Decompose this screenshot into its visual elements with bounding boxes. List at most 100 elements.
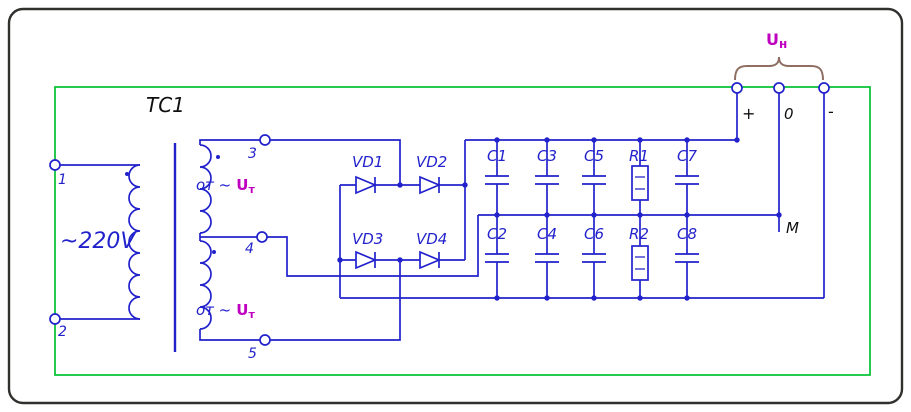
junction-dot <box>494 137 500 143</box>
secondary-winding-top <box>199 144 212 234</box>
junction-dot <box>397 257 403 263</box>
winding-label-bottom-u-sub: т <box>248 308 255 321</box>
capacitor-c2 <box>485 215 509 298</box>
diode-vd4-label: VD4 <box>416 230 447 248</box>
capacitor-c3-label: C3 <box>537 147 557 165</box>
terminal-plus <box>731 82 743 94</box>
winding-label-bottom-u: U <box>236 301 248 319</box>
wiring <box>267 93 825 341</box>
capacitor-c5-label: C5 <box>584 147 604 165</box>
diode-vd4 <box>419 250 442 270</box>
diode-vd2 <box>419 175 442 195</box>
diode-vd1 <box>355 175 378 195</box>
junction-dot <box>591 295 597 301</box>
polarity-dot <box>212 250 216 254</box>
junction-dot <box>591 212 597 218</box>
junction-dot <box>397 182 403 188</box>
diode-bridge <box>355 175 442 270</box>
winding-label-bottom: от ~ Uт <box>196 301 255 321</box>
junction-dot <box>684 295 690 301</box>
winding-label-bottom-prefix: от ~ <box>196 301 231 319</box>
resistor-r2-label: R2 <box>629 225 649 243</box>
junction-dot <box>494 212 500 218</box>
ac-input-2-wire <box>270 260 401 341</box>
bleeder-resistors <box>631 140 649 298</box>
common-point-label: M <box>786 219 799 237</box>
terminals <box>49 82 830 346</box>
junction-dot <box>544 137 550 143</box>
winding-label-top: от ~ Uт <box>196 176 255 196</box>
capacitor-c5 <box>582 140 606 215</box>
polarity-dot <box>216 155 220 159</box>
junction-dot <box>337 257 343 263</box>
junction-dot <box>776 212 782 218</box>
primary-winding <box>128 164 141 320</box>
junction-dot <box>637 295 643 301</box>
terminal-1-label: 1 <box>58 172 67 188</box>
terminal-minus <box>818 82 830 94</box>
resistor-r2-marks <box>635 256 645 270</box>
terminal-zero <box>773 82 785 94</box>
filter-capacitors <box>485 140 699 298</box>
junction-dot <box>684 137 690 143</box>
labels: TC1 ~220V 1 2 3 4 5 от ~Uт от ~Uт VD1 VD… <box>58 30 834 362</box>
ac-input-1-wire <box>270 139 401 185</box>
junction-dot <box>544 212 550 218</box>
terminal-1 <box>49 159 61 171</box>
capacitor-c6-label: C6 <box>584 225 604 243</box>
capacitor-c7 <box>675 140 699 215</box>
junction-dot <box>462 182 468 188</box>
capacitor-c6 <box>582 215 606 298</box>
resistor-r2 <box>631 245 649 281</box>
capacitor-c4 <box>535 215 559 298</box>
terminal-4-label: 4 <box>245 241 254 257</box>
resistor-r1-label: R1 <box>629 147 649 165</box>
capacitor-c8-label: C8 <box>677 225 697 243</box>
output-voltage-base: U <box>766 30 779 49</box>
terminal-3 <box>259 134 271 146</box>
winding-label-top-u: U <box>236 176 248 194</box>
terminal-2-label: 2 <box>58 324 67 340</box>
capacitor-c2-label: C2 <box>487 225 507 243</box>
minus-label: - <box>828 102 834 121</box>
outer-frame <box>7 7 904 405</box>
diode-vd3-label: VD3 <box>352 230 383 248</box>
junction-dot <box>734 137 740 143</box>
secondary-bottom-lead <box>199 329 260 341</box>
resistor-r1-marks <box>635 176 645 190</box>
capacitor-c8 <box>675 215 699 298</box>
zero-label: 0 <box>784 105 794 123</box>
terminal-5 <box>259 334 271 346</box>
junction-dot <box>684 212 690 218</box>
diode-vd1-label: VD1 <box>352 153 383 171</box>
device-enclosure-border <box>54 86 871 376</box>
resistor-r1 <box>631 165 649 201</box>
capacitor-c3 <box>535 140 559 215</box>
capacitor-c7-label: C7 <box>677 147 697 165</box>
output-voltage-sub: н <box>779 37 787 51</box>
terminal-2 <box>49 313 61 325</box>
capacitor-c4-label: C4 <box>537 225 557 243</box>
terminal-4 <box>256 231 268 243</box>
junction-dot <box>637 137 643 143</box>
output-brace <box>734 56 824 81</box>
junction-dots <box>337 137 782 301</box>
winding-label-top-prefix: от ~ <box>196 176 231 194</box>
winding-label-top-u-sub: т <box>248 183 255 196</box>
diode-vd2-label: VD2 <box>416 153 447 171</box>
diode-vd3 <box>355 250 378 270</box>
polarity-dot <box>125 172 129 176</box>
junction-dot <box>637 212 643 218</box>
transformer <box>60 139 260 352</box>
capacitor-c1 <box>485 140 509 215</box>
plus-label: + <box>742 104 755 123</box>
secondary-top-lead <box>199 139 260 145</box>
terminal-5-label: 5 <box>248 346 257 362</box>
junction-dot <box>591 137 597 143</box>
transformer-label: TC1 <box>146 93 185 117</box>
secondary-winding-bottom <box>199 240 212 330</box>
terminal-3-label: 3 <box>248 146 257 162</box>
junction-dot <box>494 295 500 301</box>
